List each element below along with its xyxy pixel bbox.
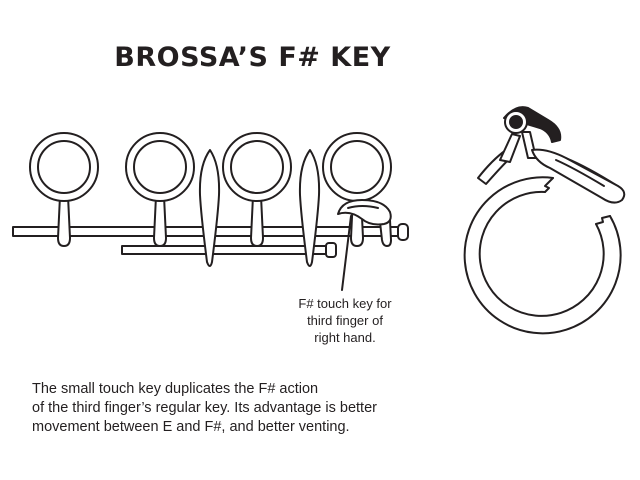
diagram-title: BROSSA’S F# KEY [114, 42, 391, 73]
description-line-2: of the third finger’s regular key. Its a… [32, 400, 377, 416]
lever-spatula-2 [298, 149, 321, 267]
key-cup-3 [222, 132, 292, 247]
touch-key-callout: F# touch key for third finger of right h… [285, 295, 405, 346]
key-cup-2 [125, 132, 195, 247]
description-line-1: The small touch key duplicates the F# ac… [32, 381, 319, 397]
lever-spatula-1 [198, 149, 221, 267]
description-text: The small touch key duplicates the F# ac… [32, 380, 377, 437]
description-line-3: movement between E and F#, and better ve… [32, 419, 350, 435]
callout-line-3: right hand. [314, 330, 376, 345]
callout-leader-line [341, 215, 352, 291]
key-cup-4-fsharp [322, 132, 392, 247]
key-cross-section [463, 106, 626, 335]
rod-end-screw [397, 223, 409, 241]
fsharp-touch-key [337, 199, 392, 247]
callout-line-2: third finger of [307, 313, 383, 328]
secondary-rod [121, 242, 337, 258]
key-cup-1 [29, 132, 99, 247]
callout-line-1: F# touch key for [298, 296, 392, 311]
